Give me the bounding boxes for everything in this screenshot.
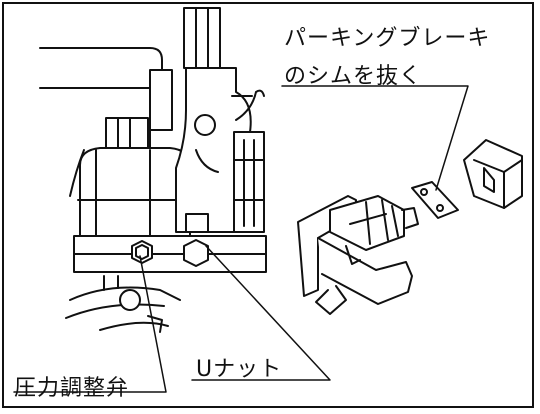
label-pressure-valve: 圧力調整弁 — [14, 376, 130, 401]
leader-lines — [13, 85, 469, 393]
label-remove-shim: のシムを抜く — [284, 64, 423, 89]
upper-housing — [39, 7, 221, 151]
label-parking-brake: パーキングブレーキ — [284, 26, 491, 51]
brake-bracket — [463, 139, 523, 209]
diagram-frame — [2, 2, 534, 408]
shim-plate — [411, 181, 459, 219]
brake-assembly — [297, 195, 419, 315]
bolt-right — [183, 239, 209, 267]
lower-linkage — [65, 275, 181, 333]
bolt-left — [131, 240, 153, 264]
main-body — [69, 117, 267, 273]
lever-arm — [175, 67, 265, 233]
label-u-nut: Uナット — [196, 357, 283, 382]
